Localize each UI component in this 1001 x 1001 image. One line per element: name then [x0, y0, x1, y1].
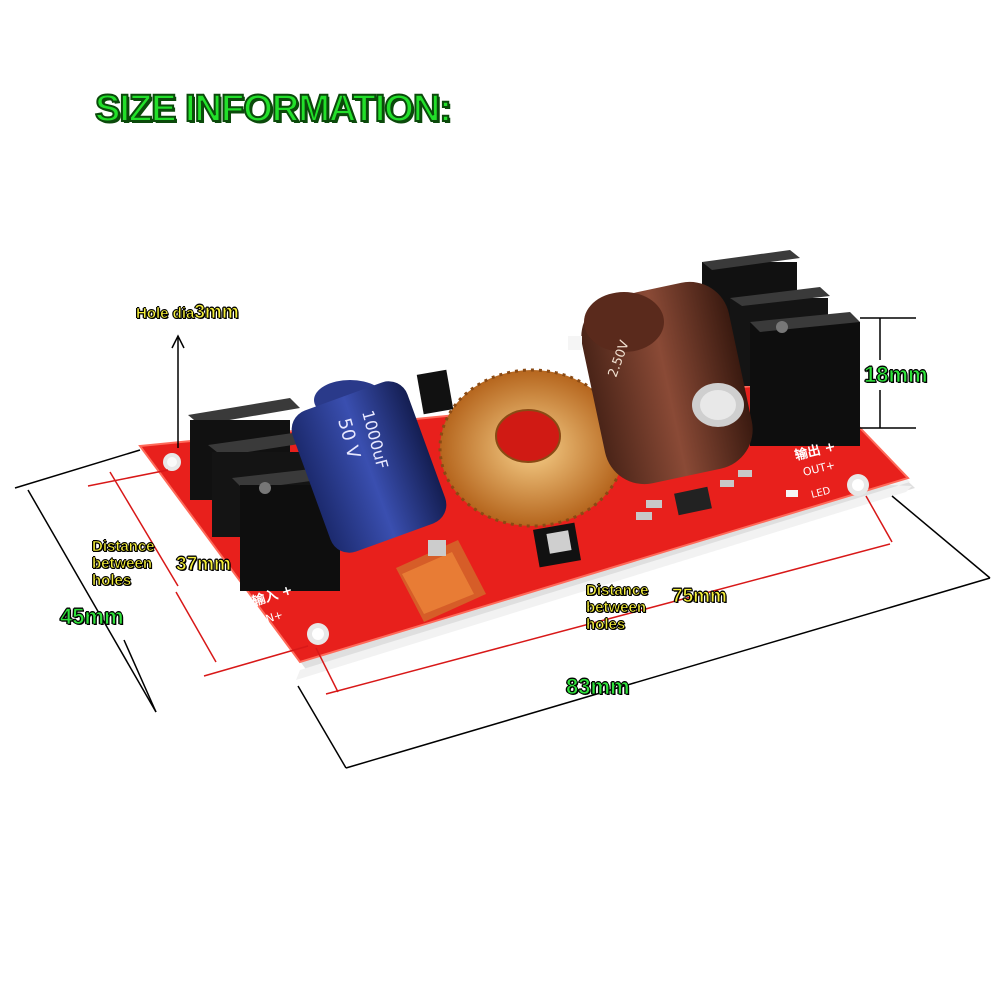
short-holes-value: 37mm	[176, 554, 232, 576]
brown-capacitor: 2.50V	[581, 281, 753, 485]
hole-dia-annotation: Hole dia3mm	[136, 302, 239, 324]
short-holes-label-line2: between	[92, 555, 153, 573]
fuse	[396, 540, 486, 622]
dimension-lines	[14, 317, 991, 769]
short-holes-label-line3: holes	[92, 572, 132, 590]
hole-dia-value: 3mm	[194, 302, 239, 324]
smd-components	[416, 336, 752, 568]
input-label-en: IN+	[261, 608, 285, 627]
long-holes-label-line2: between	[586, 599, 647, 617]
long-holes-value: 75mm	[672, 586, 728, 608]
page-title: SIZE INFORMATION:	[94, 87, 453, 131]
hole-dia-label: Hole dia	[136, 305, 195, 323]
long-holes-annotation: Distance between holes	[586, 582, 649, 634]
led	[786, 490, 798, 497]
short-holes-annotation: Distance between holes	[92, 538, 155, 590]
left-terminal-blocks	[188, 398, 348, 591]
hole-spacing-lines	[87, 469, 893, 695]
long-holes-label-line1: Distance	[586, 582, 649, 600]
version-marking: V2.0	[493, 356, 524, 374]
mounting-holes	[163, 393, 869, 645]
blue-capacitor: 50 V 1000uF	[291, 380, 447, 553]
width-dimension-label: 45mm	[60, 604, 124, 630]
toroid-inductor	[438, 368, 626, 528]
short-holes-label-line1: Distance	[92, 538, 155, 556]
led-label: LED	[810, 485, 832, 500]
height-dimension-label: 18mm	[864, 362, 928, 388]
long-holes-label-line3: holes	[586, 616, 626, 634]
length-dimension-label: 83mm	[566, 674, 630, 700]
